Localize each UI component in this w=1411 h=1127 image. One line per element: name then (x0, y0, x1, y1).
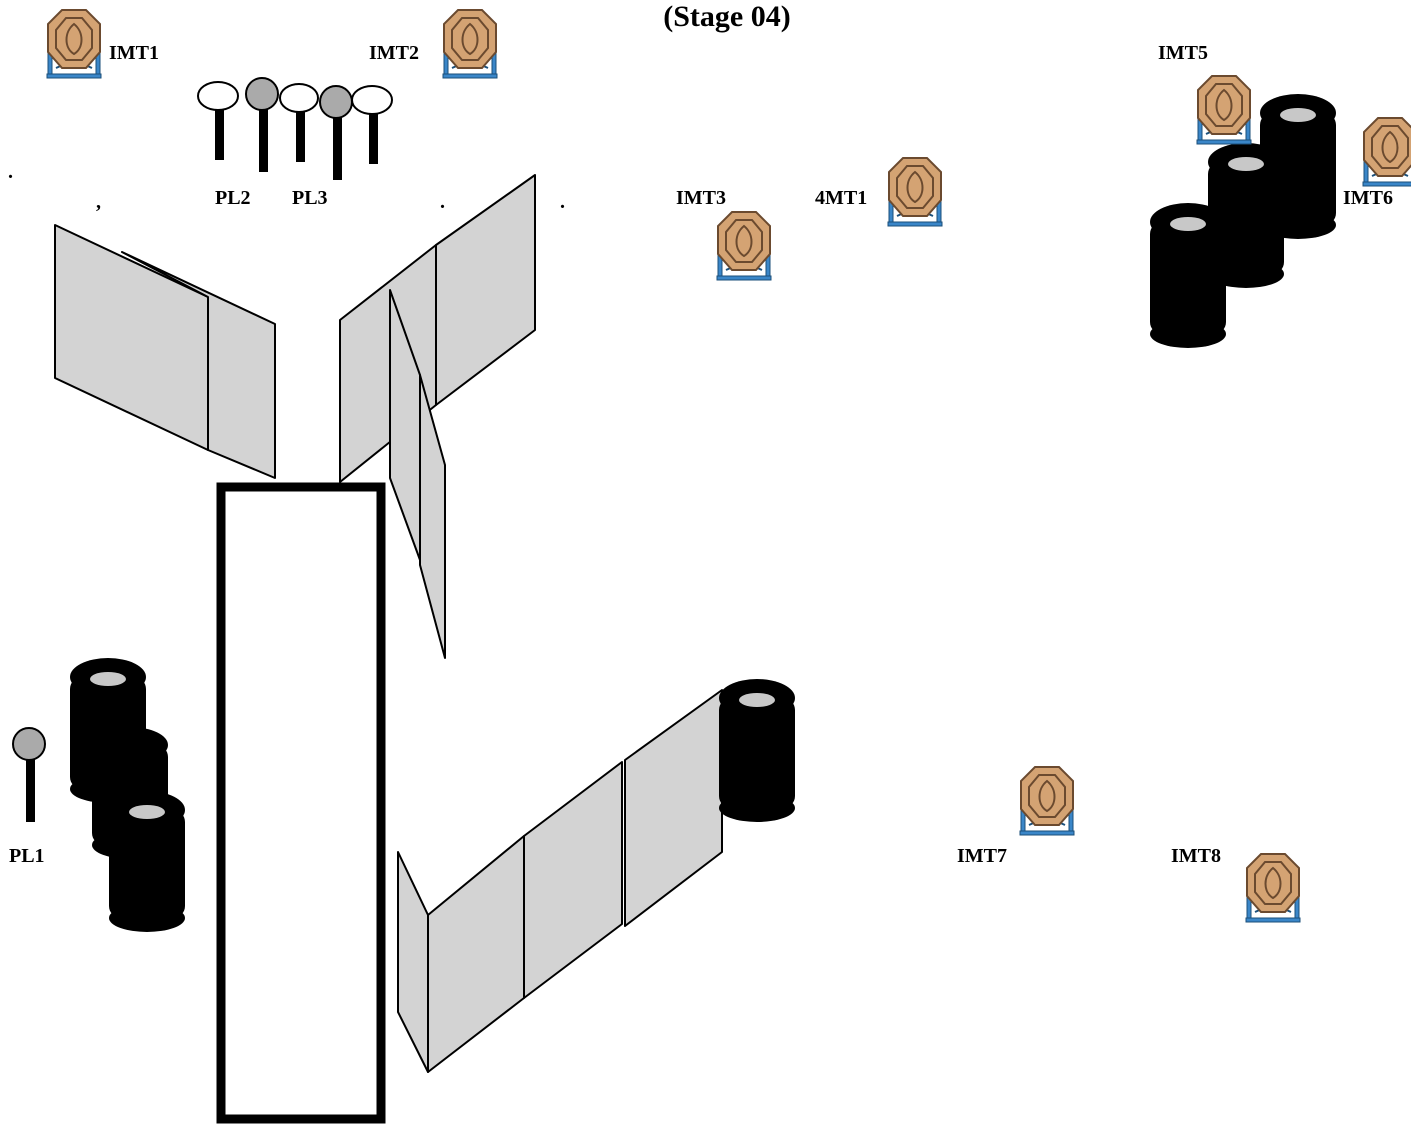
label-pl3: PL3 (292, 187, 328, 209)
target-imt3-icon (716, 211, 772, 281)
tire-stack-left (70, 658, 185, 932)
label-4mt1: 4MT1 (815, 187, 867, 209)
target-imt1-icon (46, 9, 102, 79)
popper-pl1 (12, 727, 46, 822)
label-imt7: IMT7 (957, 845, 1007, 867)
wall-top-right (339, 174, 536, 659)
target-imt2-icon (442, 9, 498, 79)
shooting-box (216, 482, 386, 1124)
label-imt6: IMT6 (1343, 187, 1393, 209)
mark-dot-3: . (560, 191, 565, 213)
label-imt3: IMT3 (676, 187, 726, 209)
wall-bottom-right (397, 689, 723, 1073)
target-imt8-icon (1245, 853, 1301, 923)
mark-dot-2: . (440, 191, 445, 213)
label-imt8: IMT8 (1171, 845, 1221, 867)
tire-stack-top-right (1150, 94, 1336, 348)
target-imt7-icon (1019, 766, 1075, 836)
target-4mt1-icon (887, 157, 943, 227)
label-imt2: IMT2 (369, 42, 419, 64)
target-imt5-icon (1196, 75, 1252, 145)
mark-dot-1: . (8, 161, 13, 183)
label-pl2: PL2 (215, 187, 251, 209)
popper-group-pl2-pl3 (197, 77, 393, 180)
tire-stack-center (719, 679, 795, 822)
stage-title: (Stage 04) (663, 0, 790, 33)
wall-top-left (54, 224, 276, 479)
label-imt5: IMT5 (1158, 42, 1208, 64)
target-imt6-icon (1362, 117, 1411, 187)
label-pl1: PL1 (9, 845, 45, 867)
mark-comma: , (96, 191, 101, 213)
label-imt1: IMT1 (109, 42, 159, 64)
